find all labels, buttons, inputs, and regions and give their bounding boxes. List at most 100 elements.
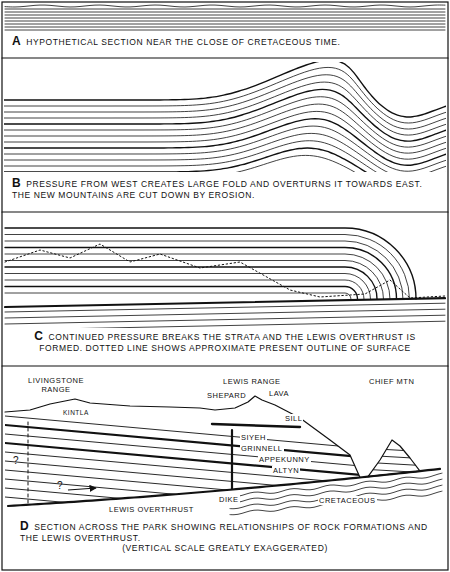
fold-stratum [4, 155, 446, 172]
formation-boundary [0, 425, 450, 466]
sill-band [212, 424, 300, 427]
thrust-plate-stratum [5, 293, 351, 299]
fold-stratum [4, 82, 446, 135]
peak-name: CHIEF MTN [368, 377, 415, 386]
caption-paragraph: CCONTINUED PRESSURE BREAKS THE STRATA AN… [30, 331, 420, 353]
fold-stratum [4, 141, 446, 172]
rock-name: DIKE [218, 495, 240, 504]
panel-caption: CCONTINUED PRESSURE BREAKS THE STRATA AN… [30, 331, 420, 353]
fold-stratum [4, 104, 446, 153]
fold-stratum [4, 75, 446, 129]
thrust-plate-stratum [5, 267, 377, 299]
query-mark: ? [12, 456, 20, 465]
formation-boundary [0, 416, 450, 457]
stratum-line [5, 27, 445, 28]
formation-boundary [0, 452, 450, 493]
rock-name: LAVA [268, 389, 290, 398]
caption-text: PRESSURE FROM WEST CREATES LARGE FOLD AN… [26, 179, 422, 189]
caption-paragraph: A HYPOTHETICAL SECTION NEAR THE CLOSE OF … [12, 36, 438, 48]
query-mark: ? [56, 481, 64, 490]
thrust-plate-stratum [5, 254, 390, 299]
caption-paragraph: THE NEW MOUNTAINS ARE CUT DOWN BY EROSIO… [12, 190, 438, 201]
thrust-plate-stratum [5, 228, 416, 299]
movement-arrow [68, 488, 96, 490]
range-name: LIVINGSTONE RANGE [18, 376, 94, 394]
fault-name: LEWIS OVERTHRUST [108, 505, 195, 514]
peak-name: KINTLA [62, 408, 90, 417]
dike-line [231, 430, 233, 492]
formation-name: GRINNELL [240, 444, 284, 453]
fold-stratum [4, 119, 446, 165]
peak-name: SHEPARD [206, 391, 247, 400]
caption-text: (VERTICAL SCALE GREATLY EXAGGERATED) [122, 543, 328, 553]
formation-name: SIYEH [240, 433, 267, 442]
present-surface [5, 396, 360, 477]
thrust-plate-stratum [5, 274, 371, 300]
panel-caption: DSECTION ACROSS THE PARK SHOWING RELATIO… [20, 521, 430, 554]
fold-stratum [4, 62, 446, 117]
rock-name: SILL [284, 414, 303, 423]
flat-strata [5, 5, 445, 30]
fold-stratum [4, 89, 446, 141]
cretaceous-line [230, 485, 442, 509]
park-section [0, 396, 450, 537]
fold-stratum [4, 111, 446, 159]
thrust-plate-stratum [5, 241, 403, 299]
panel-letter: D [20, 519, 29, 533]
formation-boundary [0, 479, 450, 520]
overthrust-section [5, 228, 445, 328]
thrust-plate-stratum [5, 261, 384, 300]
panel-letter: B [12, 176, 21, 190]
fault-line [5, 298, 445, 307]
break-line [28, 422, 29, 505]
fold-stratum [4, 148, 446, 172]
formation-name: ALTYN [272, 466, 300, 475]
fold-stratum [4, 67, 446, 123]
stratum-line [5, 15, 445, 16]
panel-divider [2, 365, 448, 366]
stratum-line [5, 30, 445, 31]
fold-stratum [4, 126, 446, 171]
thrust-plate-stratum [5, 280, 364, 299]
formation-boundary [0, 443, 450, 484]
caption-paragraph: DSECTION ACROSS THE PARK SHOWING RELATIO… [20, 521, 430, 543]
range-name: LEWIS RANGE [222, 377, 282, 386]
formation-boundary [0, 488, 450, 529]
panel-divider [2, 211, 448, 212]
stratum-line [5, 21, 445, 22]
formation-name: CRETACEOUS [318, 496, 377, 505]
thrust-plate-stratum [5, 287, 358, 300]
thrust-plate-stratum [5, 248, 397, 300]
lewis-overthrust-fault [8, 469, 440, 506]
stratum-line [5, 24, 445, 25]
caption-text: THE NEW MOUNTAINS ARE CUT DOWN BY EROSIO… [12, 190, 255, 200]
panel-letter: A [12, 34, 21, 48]
panel-letter: C [34, 329, 43, 343]
caption-text: SECTION ACROSS THE PARK SHOWING RELATION… [20, 522, 428, 543]
caption-text: CONTINUED PRESSURE BREAKS THE STRATA AND… [39, 332, 415, 353]
caption-paragraph: (VERTICAL SCALE GREATLY EXAGGERATED) [20, 543, 430, 554]
stratum-line [5, 12, 445, 13]
panel-divider [2, 57, 448, 58]
panel-caption: B PRESSURE FROM WEST CREATES LARGE FOLD A… [12, 178, 438, 200]
caption-text: HYPOTHETICAL SECTION NEAR THE CLOSE OF C… [26, 37, 340, 47]
surface-line [5, 5, 445, 7]
klippe-stratum [360, 448, 430, 452]
lewis-plate-strata [0, 416, 450, 538]
fold-stratum [4, 97, 446, 147]
present-surface-dotted [5, 244, 445, 298]
formation-boundary [0, 470, 450, 511]
formation-name: APPEKUNNY [258, 455, 311, 464]
cretaceous-line [230, 491, 442, 515]
stratum-line [5, 18, 445, 19]
klippe-stratum [360, 455, 430, 459]
formation-boundary [0, 434, 450, 475]
caption-paragraph: B PRESSURE FROM WEST CREATES LARGE FOLD A… [12, 178, 438, 190]
overturned-fold [4, 62, 446, 172]
klippe-stratum [360, 462, 430, 466]
stratum-line [5, 9, 445, 10]
panel-caption: A HYPOTHETICAL SECTION NEAR THE CLOSE OF … [12, 36, 438, 48]
cretaceous-line [230, 473, 442, 497]
